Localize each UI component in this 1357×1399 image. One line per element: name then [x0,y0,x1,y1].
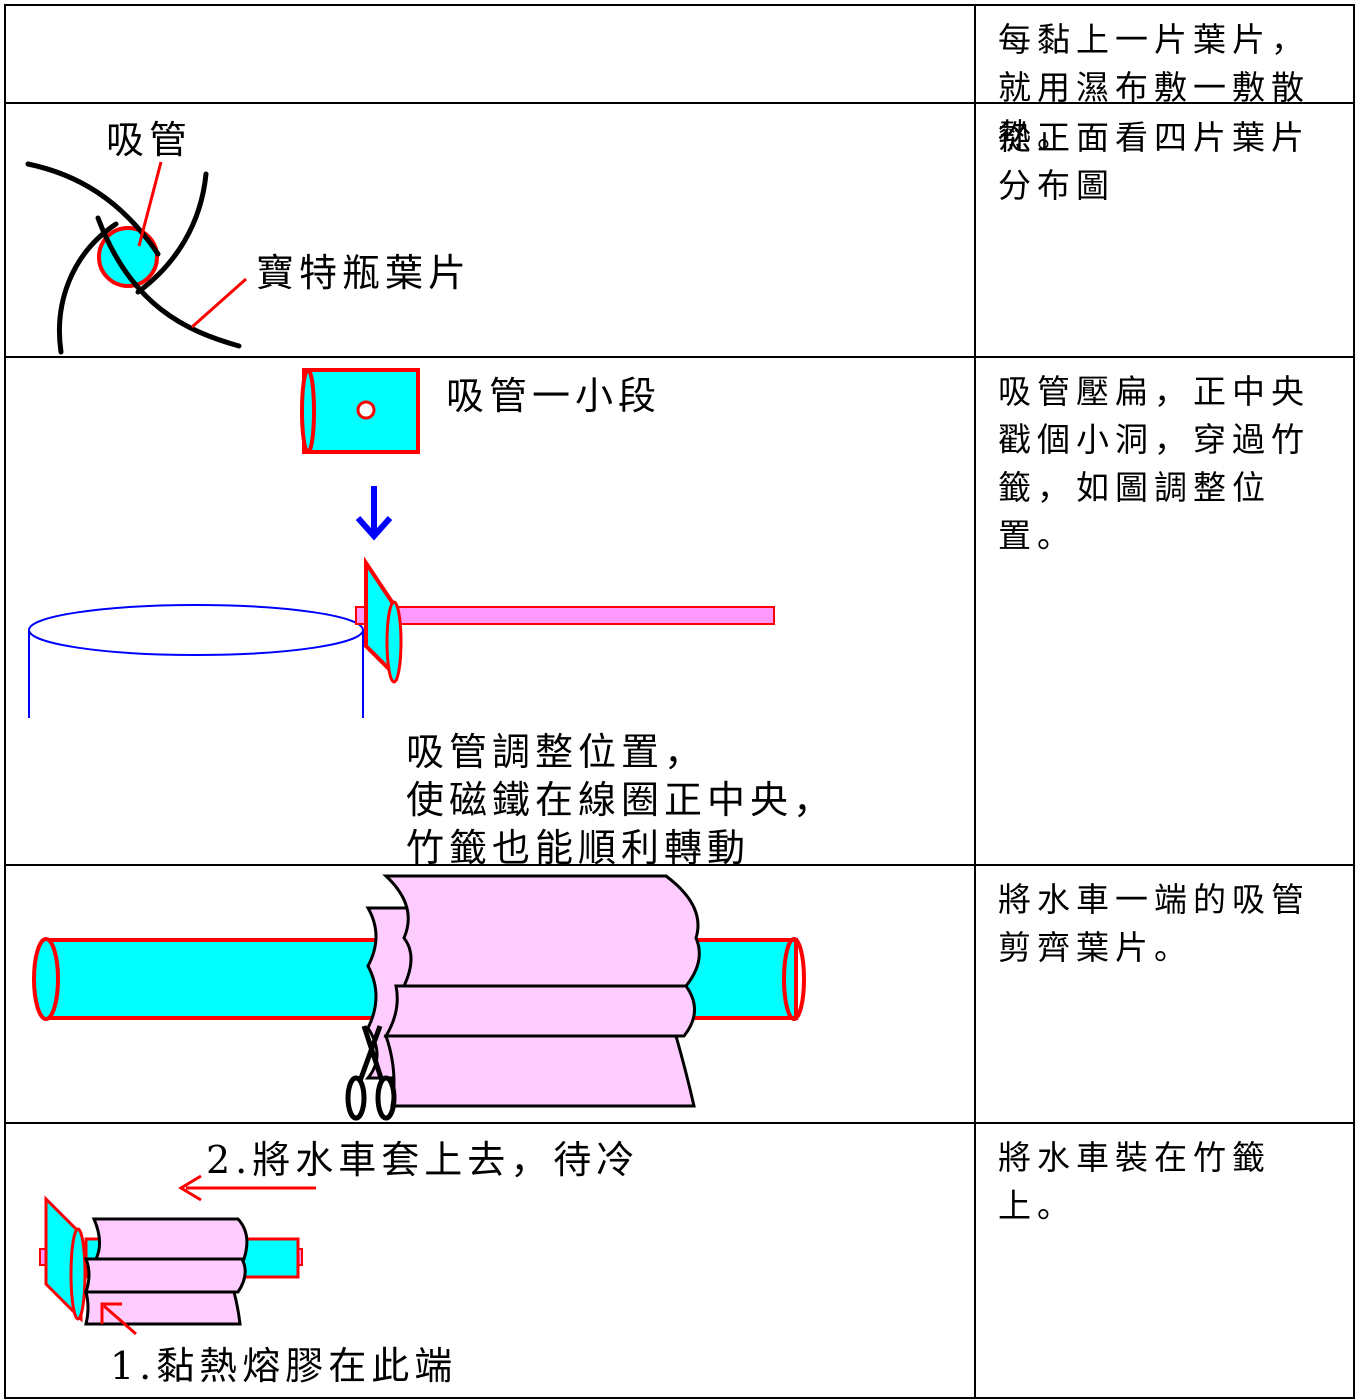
note-cell-3: 吸管壓扁，正中央戳個小洞，穿過竹籤，如圖調整位置。 [974,356,1355,866]
blade-bottom [84,1290,242,1326]
note-cell-1: 每黏上一片葉片，就用濕布敷一敷散熱。 [974,4,1355,155]
note-text: 吸管壓扁，正中央戳個小洞，穿過竹籤，如圖調整位置。 [998,372,1310,555]
table-row: 吸管一小段 吸管調整位置， 使磁鐵在線圈正中央， 竹籤也能順利轉動 吸管壓扁，正… [4,356,1355,870]
blade-middle [83,1257,247,1294]
straw-leader-line [137,161,163,247]
blade-layout-diagram [25,161,247,355]
note-text: 將水車一端的吸管剪齊葉片。 [998,880,1310,967]
table-row: 將水車一端的吸管剪齊葉片。 [4,864,1355,1124]
straw-piece-end [300,368,316,454]
blade [95,215,242,349]
blade-top [91,1217,249,1261]
image-cell-1 [4,4,976,104]
blade-leader-line [191,277,247,329]
straw-tube-end [782,937,806,1021]
table-row: 每黏上一片葉片，就用濕布敷一敷散熱。 [4,4,1355,155]
flattened-straw-rim [69,1227,87,1321]
adjust-label: 吸管調整位置， 使磁鐵在線圈正中央， 竹籤也能順利轉動 [406,728,836,872]
adjust-line-3: 竹籤也能順利轉動 [406,826,751,870]
table-row: 2.將水車套上去，待冷 1.黏熱熔膠在此端 將水車裝在竹籤上。 [4,1122,1355,1399]
scissors-icon [345,1025,397,1121]
flattened-straw-rim [385,600,403,684]
image-cell-4 [4,864,976,1124]
note-text: 將水車裝在竹籤上。 [998,1138,1271,1225]
blade [25,161,161,257]
waterwheel-trim-diagram [32,874,806,1121]
bamboo-skewer [355,606,775,625]
image-cell-2: 吸管 寶特瓶葉片 [4,102,976,358]
blade [135,171,209,295]
step1-label: 1.黏熱熔膠在此端 [110,1344,458,1388]
straw-tube-end [32,937,60,1021]
step2-label: 2.將水車套上去，待冷 [206,1138,640,1182]
straw-position-diagram [28,368,775,718]
instruction-table: 每黏上一片葉片，就用濕布敷一敷散熱。 吸管 寶特瓶葉片 從正面看四片葉片分布圖 [4,4,1355,1399]
mount-waterwheel-diagram [39,1174,316,1336]
adjust-line-2: 使磁鐵在線圈正中央， [406,778,837,822]
coil-top [28,604,364,656]
blade [56,221,119,355]
arrow-left-head [178,1174,202,1202]
straw-piece-label: 吸管一小段 [446,374,662,418]
adjust-line-1: 吸管調整位置， [406,730,708,774]
arrow-down-head [355,516,393,541]
note-text: 每黏上一片葉片，就用濕布敷一敷散熱。 [998,20,1310,155]
image-cell-3: 吸管一小段 吸管調整位置， 使磁鐵在線圈正中央， 竹籤也能順利轉動 [4,356,976,870]
table-row: 吸管 寶特瓶葉片 從正面看四片葉片分布圖 [4,102,1355,358]
blade-middle [383,984,696,1038]
straw-hole [356,400,376,420]
note-cell-4: 將水車一端的吸管剪齊葉片。 [974,864,1355,1124]
note-text: 從正面看四片葉片分布圖 [998,118,1310,205]
arrow-upleft-head [100,1302,122,1324]
blade-bottom [383,1034,696,1108]
arrow-upleft-icon [103,1304,137,1336]
straw-circle [97,226,159,288]
blade-label: 寶特瓶葉片 [256,251,472,295]
note-cell-2: 從正面看四片葉片分布圖 [974,102,1355,358]
straw-label: 吸管 [106,118,193,162]
image-cell-5: 2.將水車套上去，待冷 1.黏熱熔膠在此端 [4,1122,976,1399]
note-cell-5: 將水車裝在竹籤上。 [974,1122,1355,1399]
blade-top [382,874,701,988]
